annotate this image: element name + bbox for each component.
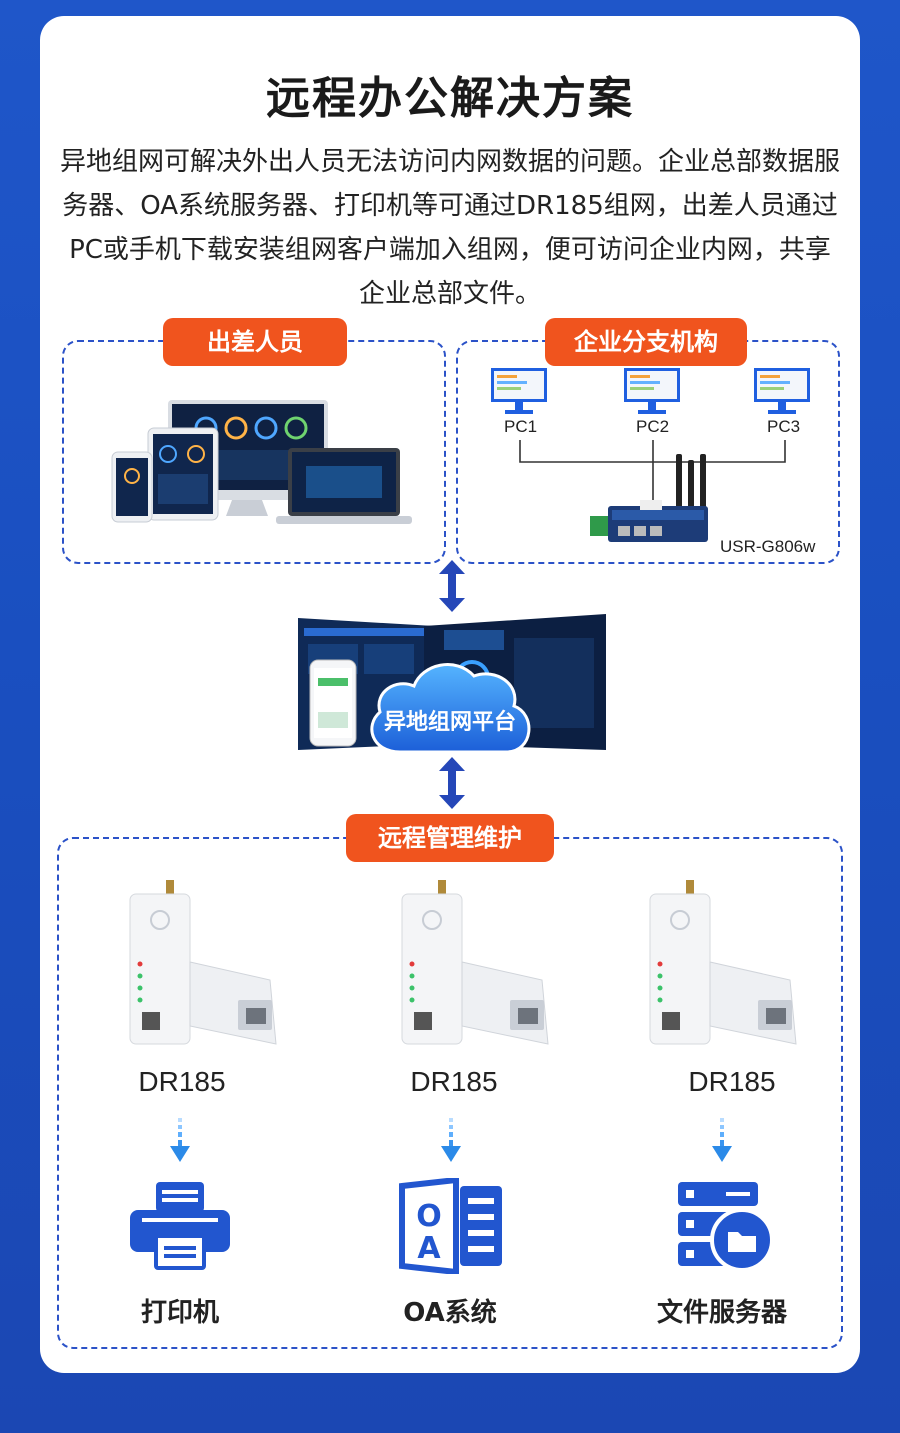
oa-system-icon: O A <box>399 1178 502 1274</box>
device-label-1: DR185 <box>138 1066 226 1097</box>
svg-text:O: O <box>416 1199 442 1234</box>
printer-icon <box>130 1182 230 1270</box>
intro-text: 异地组网可解决外出人员无法访问内网数据的问题。企业总部数据服务器、OA系统服务器… <box>60 147 841 309</box>
device-label-2: DR185 <box>410 1066 498 1097</box>
pc1-icon <box>491 368 547 414</box>
pc3-icon <box>754 368 810 414</box>
down-arrow-icon-3 <box>712 1118 732 1162</box>
double-arrow-bottom <box>439 757 465 809</box>
app-label-file-server: 文件服务器 <box>656 1298 787 1328</box>
devices-illustration <box>111 400 412 524</box>
file-server-icon <box>678 1182 774 1272</box>
svg-text:A: A <box>417 1231 441 1266</box>
branch-tag: 企业分支机构 <box>545 318 747 366</box>
remote-tag: 远程管理维护 <box>346 814 554 862</box>
dr185-device-2 <box>401 880 549 1045</box>
pc2-icon <box>624 368 680 414</box>
down-arrow-icon-2 <box>441 1118 461 1162</box>
app-label-printer: 打印机 <box>140 1298 219 1328</box>
pc3-label: PC3 <box>767 417 801 436</box>
double-arrow-top <box>439 560 465 612</box>
device-label-3: DR185 <box>688 1066 776 1097</box>
pc2-label: PC2 <box>636 417 670 436</box>
cloud-shape <box>370 663 531 754</box>
router-icon <box>590 454 708 542</box>
page-title: 远程办公解决方案 <box>266 73 634 124</box>
router-label: USR-G806w <box>720 537 816 556</box>
dr185-device-1 <box>129 880 277 1045</box>
dr185-device-3 <box>649 880 797 1045</box>
pc1-label: PC1 <box>504 417 538 436</box>
app-label-oa: OA系统 <box>403 1298 497 1328</box>
travel-tag: 出差人员 <box>163 318 347 366</box>
cloud-label: 异地组网平台 <box>383 710 516 735</box>
down-arrow-icon-1 <box>170 1118 190 1162</box>
